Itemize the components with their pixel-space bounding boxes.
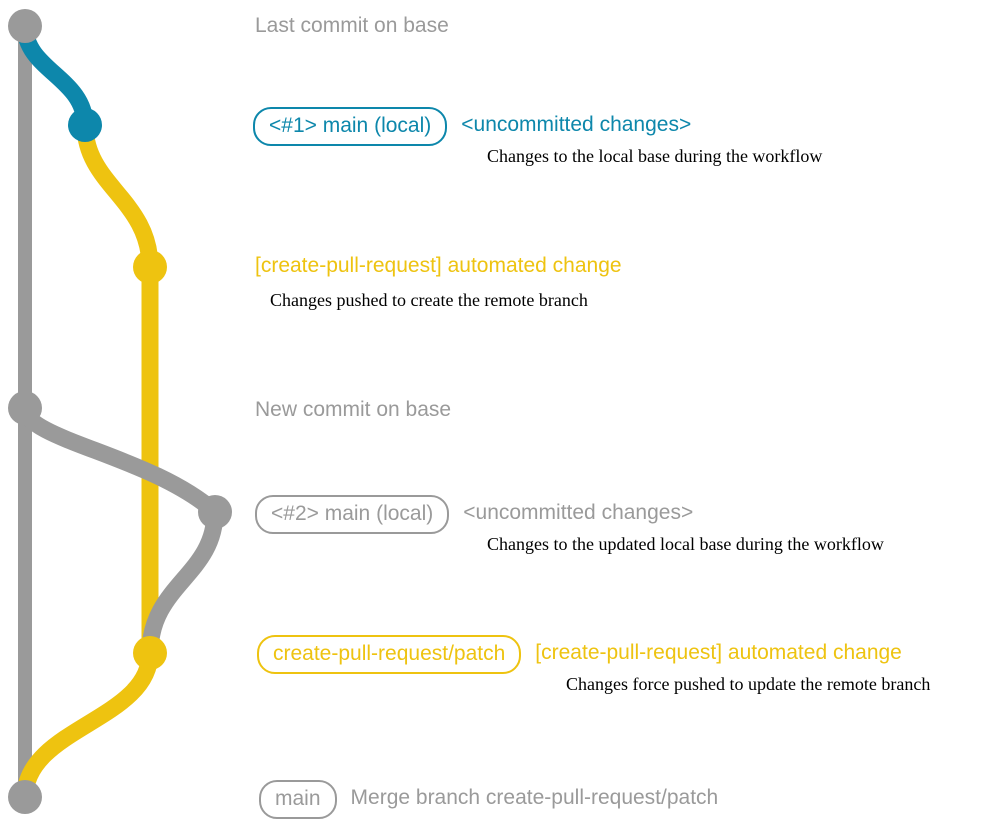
commit-message-merge-branch: Merge branch create-pull-request/patch [350,786,719,809]
commit-entry-local-1: <#1> main (local) <uncommitted changes> [253,107,691,146]
commit-message-automated-change-1: [create-pull-request] automated change [255,254,622,277]
branch-badge-create-pull-request-patch[interactable]: create-pull-request/patch [257,635,522,674]
commit-message-uncommitted-changes-1: <uncommitted changes> [461,113,692,136]
commit-description-updated-local-changes: Changes to the updated local base during… [487,534,884,554]
commit-entry-merge: main Merge branch create-pull-request/pa… [259,780,718,819]
commit-node-base-merge[interactable] [8,780,42,814]
commit-node-local-2[interactable] [198,495,232,529]
commit-node-patch-2[interactable] [133,636,167,670]
branch-badge-main-local-2[interactable]: <#2> main (local) [255,495,450,534]
branch-badge-main-local-1[interactable]: <#1> main (local) [253,107,448,146]
commit-node-base-last[interactable] [8,9,42,43]
commit-entry-patch-2: create-pull-request/patch [create-pull-r… [257,635,902,674]
commit-message-uncommitted-changes-2: <uncommitted changes> [463,501,694,524]
commit-description-force-pushed: Changes force pushed to update the remot… [566,674,931,694]
branch-badge-main[interactable]: main [259,780,337,819]
commit-description-pushed-create: Changes pushed to create the remote bran… [270,290,588,310]
branch-line-local-1 [16,17,94,134]
commit-description-local-changes: Changes to the local base during the wor… [487,146,823,166]
commit-message-last-commit-on-base: Last commit on base [255,14,449,37]
branch-line-local2-to-patch2 [141,503,224,662]
commit-node-local-1[interactable] [68,108,102,142]
commit-message-new-commit-on-base: New commit on base [255,398,452,421]
commit-message-automated-change-2: [create-pull-request] automated change [535,641,902,664]
commit-entry-local-2: <#2> main (local) <uncommitted changes> [255,495,693,534]
commit-node-patch-1[interactable] [133,250,167,284]
commit-node-base-new[interactable] [8,391,42,425]
branch-line-patch2-to-merge [16,644,159,806]
branch-line-patch-main [76,116,159,662]
branch-line-local-2 [16,399,224,521]
